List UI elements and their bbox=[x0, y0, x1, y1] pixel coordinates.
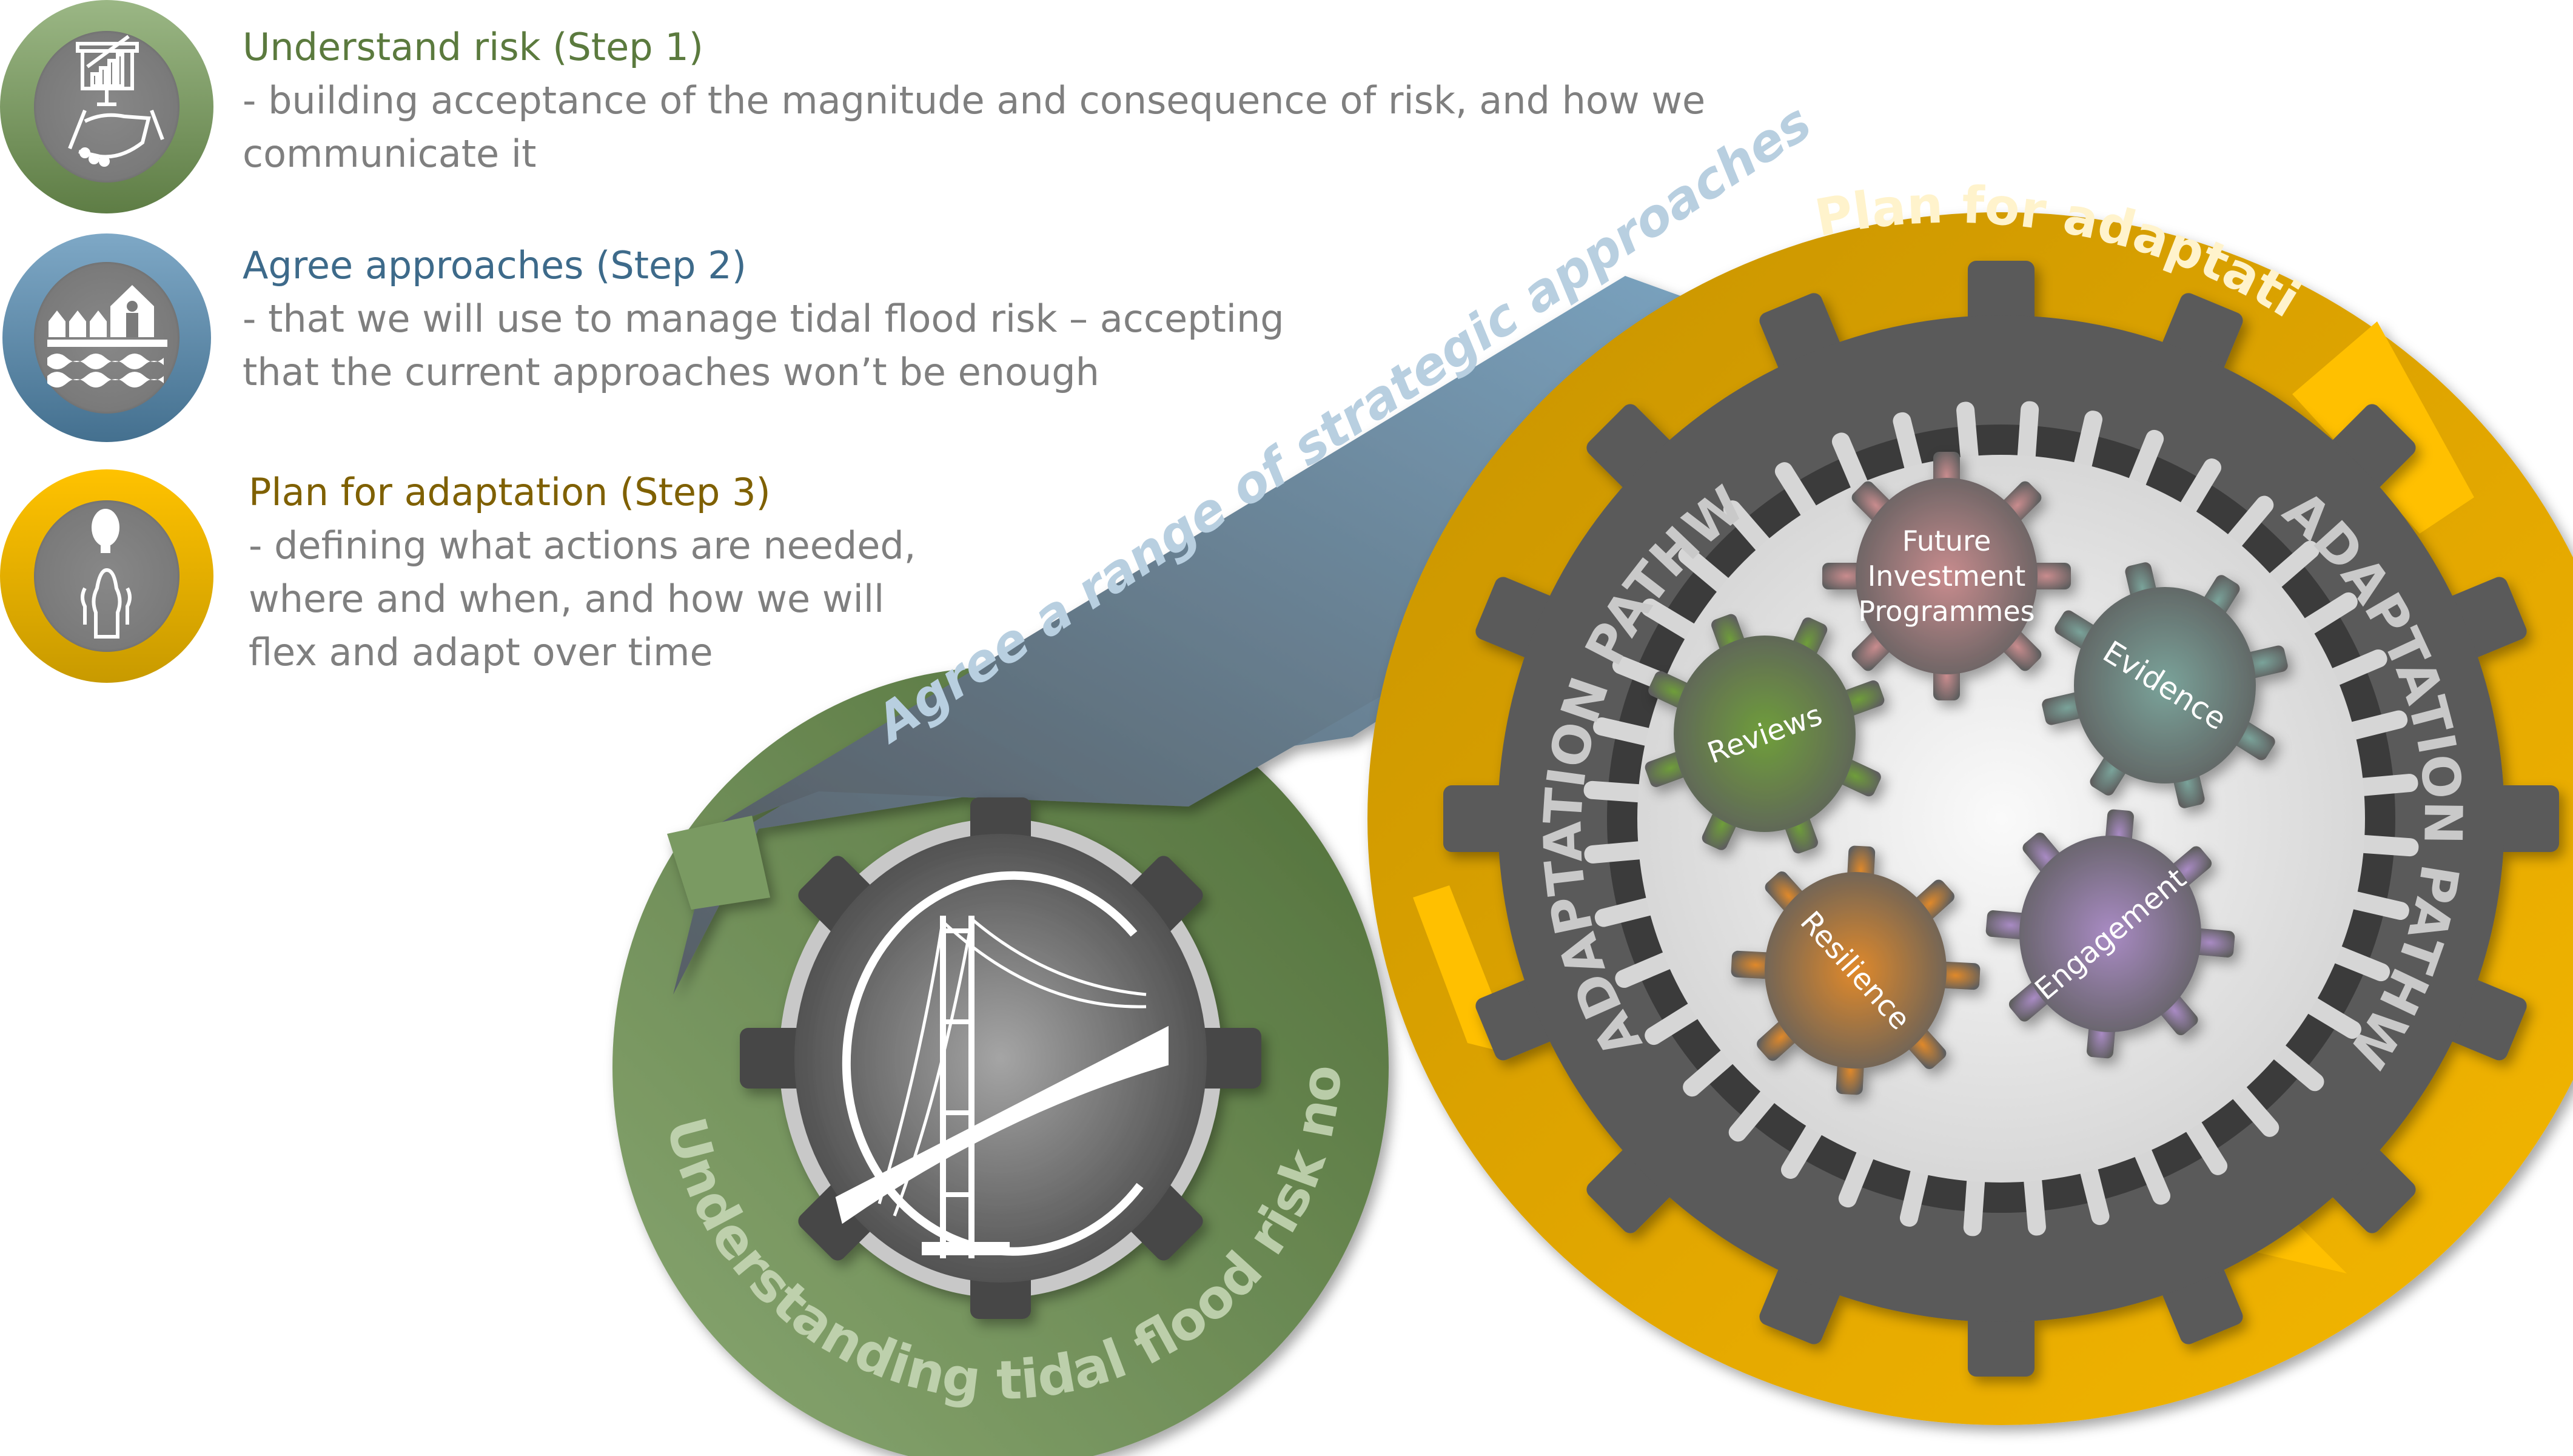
gear-tooth bbox=[1189, 1028, 1261, 1089]
step-1-line-1: - building acceptance of the magnitude a… bbox=[243, 78, 1706, 122]
step-3-badge bbox=[0, 469, 213, 683]
step-1-text: Understand risk (Step 1) - building acce… bbox=[243, 21, 1705, 181]
step-2-badge bbox=[2, 233, 211, 442]
gear-body bbox=[2019, 836, 2201, 1032]
step-3-line-2: where and when, and how we will bbox=[249, 577, 885, 621]
gear-engagement: Engagement bbox=[1985, 809, 2235, 1059]
gear-tooth bbox=[740, 1028, 813, 1089]
step-3-line-1: - defining what actions are needed, bbox=[249, 523, 916, 568]
step-1-badge bbox=[0, 0, 213, 213]
gear-evidence: Evidence bbox=[2042, 562, 2288, 808]
gear-reviews: Reviews bbox=[1645, 614, 1885, 854]
adaptation-pathway-gear bbox=[1443, 261, 2559, 1377]
suspension-bridge-icon bbox=[835, 871, 1169, 1258]
step-3-line-3: flex and adapt over time bbox=[249, 630, 713, 674]
step-1-title: Understand risk (Step 1) bbox=[243, 25, 703, 69]
gear-body bbox=[1674, 636, 1856, 832]
gear-resilience: Resilience bbox=[1731, 845, 1981, 1095]
strategic-approaches-arrow bbox=[667, 276, 1734, 995]
gear-body bbox=[1765, 872, 1947, 1069]
gear-body bbox=[2074, 587, 2256, 783]
step-3-text: Plan for adaptation (Step 3) - defining … bbox=[249, 466, 916, 679]
step-2-line-1: - that we will use to manage tidal flood… bbox=[243, 297, 1284, 341]
step-1-line-2: communicate it bbox=[243, 132, 537, 176]
presentation-chart-handshake-icon bbox=[68, 35, 164, 167]
houses-flood-water-icon bbox=[47, 285, 167, 387]
step-3-title: Plan for adaptation (Step 3) bbox=[249, 470, 771, 514]
step-2-text: Agree approaches (Step 2) - that we will… bbox=[243, 239, 1284, 399]
step-2-title: Agree approaches (Step 2) bbox=[243, 243, 746, 287]
lightbulb-people-icon bbox=[81, 509, 132, 639]
gear-body bbox=[1856, 478, 2038, 674]
step-2-line-2: that the current approaches won’t be eno… bbox=[243, 350, 1099, 394]
